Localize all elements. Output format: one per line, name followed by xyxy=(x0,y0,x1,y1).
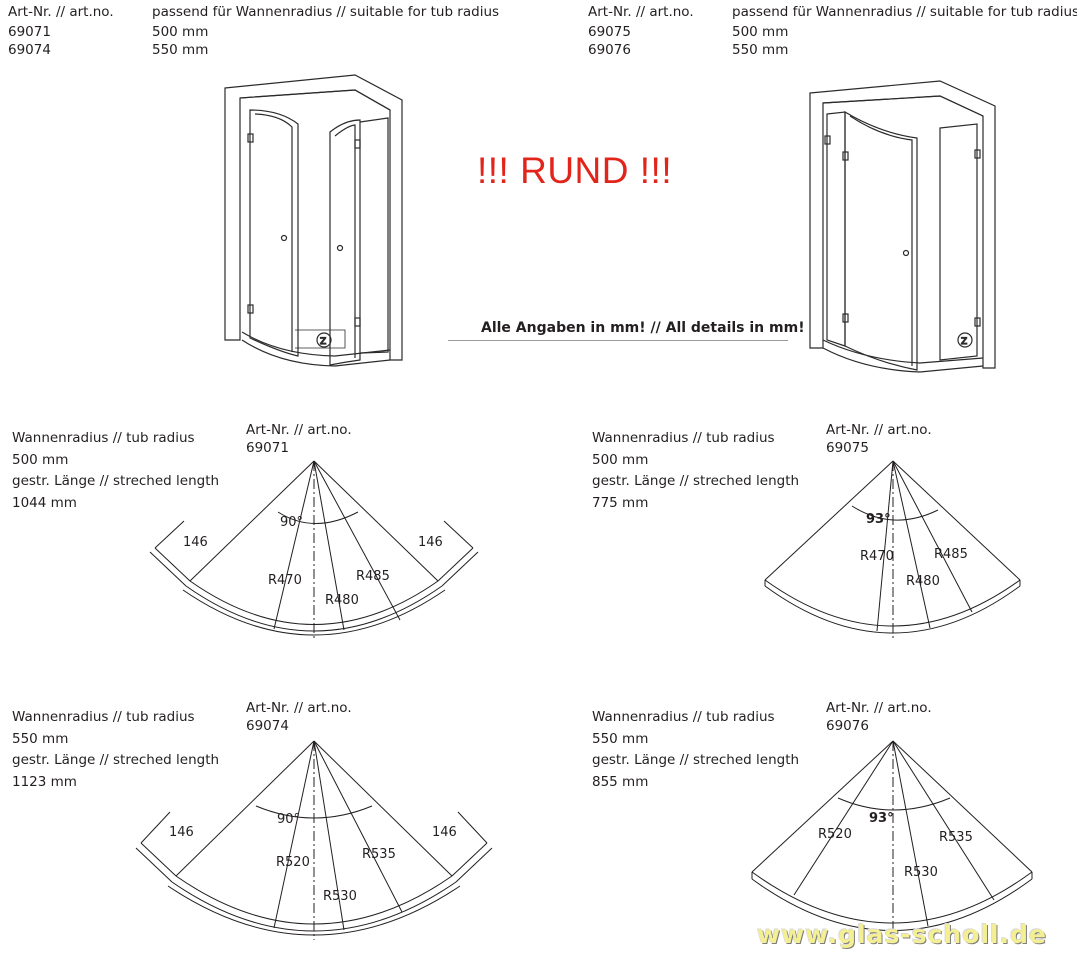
diagram-4-r-inner: R520 xyxy=(818,827,852,842)
header-right-artno-2: 69076 xyxy=(588,42,631,58)
header-left-artno-2: 69074 xyxy=(8,42,51,58)
diagram-4-artno: 69076 xyxy=(826,718,869,734)
diagram-4-angle: 93° xyxy=(869,811,894,826)
diagram-3-tub-value: 550 mm xyxy=(12,731,69,747)
shower-illustration-double-door: Z xyxy=(224,74,403,367)
diagram-1-tub-value: 500 mm xyxy=(12,452,69,468)
diagram-3-length-value: 1123 mm xyxy=(12,774,77,790)
diagram-3-r-outer: R535 xyxy=(362,847,396,862)
diagram-1-angle: 90° xyxy=(280,515,303,530)
header-left-artnr-label: Art-Nr. // art.no. xyxy=(8,4,114,20)
diagram-1-side-left: 146 xyxy=(183,535,208,550)
diagram-4-tub-value: 550 mm xyxy=(592,731,649,747)
diagram-3-side-right: 146 xyxy=(432,825,457,840)
diagram-3-r-mid: R530 xyxy=(323,889,357,904)
all-details-note: Alle Angaben in mm! // All details in mm… xyxy=(481,320,805,336)
diagram-3-angle: 90° xyxy=(277,812,300,827)
diagram-2-angle: 93° xyxy=(866,512,891,527)
shower-illustration-single-door: Z xyxy=(809,80,996,373)
rund-banner: !!! RUND !!! xyxy=(477,150,673,191)
diagram-1-r-mid: R480 xyxy=(325,593,359,608)
drain-mark: Z xyxy=(320,337,326,347)
header-left-radius-2: 550 mm xyxy=(152,42,209,58)
diagram-2-length-label: gestr. Länge // streched length xyxy=(592,473,800,489)
diagram-4-r-outer: R535 xyxy=(939,830,973,845)
diagram-3-artno-label: Art-Nr. // art.no. xyxy=(246,700,352,716)
diagram-4-length-label: gestr. Länge // streched length xyxy=(592,752,800,768)
website-watermark: www.glas-scholl.de xyxy=(757,920,1047,949)
diagram-4-tub-label: Wannenradius // tub radius xyxy=(592,709,775,725)
divider-line xyxy=(448,340,788,341)
diagram-1-artno: 69071 xyxy=(246,440,289,456)
diagram-1-r-outer: R485 xyxy=(356,569,390,584)
diagram-2-artno: 69075 xyxy=(826,440,869,456)
header-right-artnr-label: Art-Nr. // art.no. xyxy=(588,4,694,20)
header-left-radius-1: 500 mm xyxy=(152,24,209,40)
diagram-2-r-mid: R480 xyxy=(906,574,940,589)
diagram-2-tub-value: 500 mm xyxy=(592,452,649,468)
diagram-2-length-value: 775 mm xyxy=(592,495,649,511)
diagram-2-r-inner: R470 xyxy=(860,549,894,564)
diagram-1-length-label: gestr. Länge // streched length xyxy=(12,473,220,489)
diagram-1-length-value: 1044 mm xyxy=(12,495,77,511)
diagram-2-r-outer: R485 xyxy=(934,547,968,562)
drain-mark: Z xyxy=(961,337,967,347)
diagram-3-length-label: gestr. Länge // streched length xyxy=(12,752,220,768)
header-left-artno-1: 69071 xyxy=(8,24,51,40)
diagram-1-artno-label: Art-Nr. // art.no. xyxy=(246,422,352,438)
diagram-3-r-inner: R520 xyxy=(276,855,310,870)
diagram-4-length-value: 855 mm xyxy=(592,774,649,790)
diagram-2-tub-label: Wannenradius // tub radius xyxy=(592,430,775,446)
diagram-1-r-inner: R470 xyxy=(268,573,302,588)
diagram-3-artno: 69074 xyxy=(246,718,289,734)
header-right-radius-1: 500 mm xyxy=(732,24,789,40)
diagram-1-tub-label: Wannenradius // tub radius xyxy=(12,430,195,446)
diagram-4-artno-label: Art-Nr. // art.no. xyxy=(826,700,932,716)
diagram-1-side-right: 146 xyxy=(418,535,443,550)
diagram-2-artno-label: Art-Nr. // art.no. xyxy=(826,422,932,438)
header-right-radius-2: 550 mm xyxy=(732,42,789,58)
diagram-4-r-mid: R530 xyxy=(904,865,938,880)
header-right-artno-1: 69075 xyxy=(588,24,631,40)
header-left-radius-label: passend für Wannenradius // suitable for… xyxy=(152,4,500,20)
diagram-3-tub-label: Wannenradius // tub radius xyxy=(12,709,195,725)
header-right-radius-label: passend für Wannenradius // suitable for… xyxy=(732,4,1077,20)
diagram-3-side-left: 146 xyxy=(169,825,194,840)
